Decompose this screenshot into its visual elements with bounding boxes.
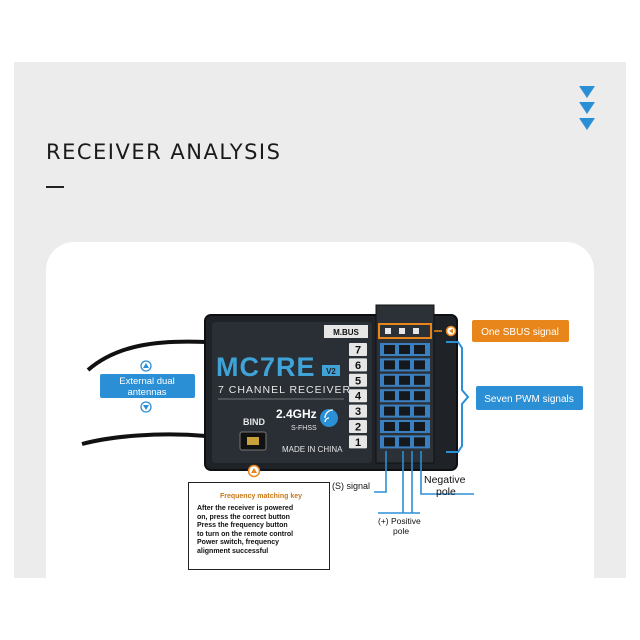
negative-label-line1: Negative: [424, 474, 466, 486]
note-line: alignment successful: [197, 547, 269, 555]
header-pin: [414, 345, 425, 354]
antenna-wire-bottom: [81, 432, 207, 446]
antenna-down-arrow: [143, 405, 149, 410]
header-pin: [384, 406, 395, 416]
chevron-down-icon: [579, 86, 595, 98]
model-name: MC7RE: [216, 352, 316, 382]
positive-label-line2: pole: [393, 526, 409, 536]
channel-number-box: [349, 435, 367, 449]
pwm-callout: [476, 386, 583, 410]
channel-number: 7: [355, 345, 361, 357]
channel-number: 5: [355, 375, 361, 387]
channel-number-box: [349, 389, 367, 403]
mbus-tag: [324, 325, 368, 338]
sbus-highlight: [378, 323, 432, 339]
version-label: V2: [326, 367, 336, 376]
sbus-pin: [413, 328, 419, 334]
header-pin: [414, 391, 425, 401]
note-line: to turn on the remote control: [197, 530, 294, 538]
sbus-callout: [472, 320, 569, 342]
pin-rows: [380, 328, 430, 449]
signal-label: (S) signal: [332, 481, 370, 491]
channel-numbers: 7 6 5 4 3 2 1: [349, 343, 367, 449]
antenna-callout-line2: antennas: [127, 387, 166, 398]
sbus-pin: [385, 328, 391, 334]
pwm-bracket: [446, 341, 470, 453]
pwm-callout-label: Seven PWM signals: [484, 394, 573, 405]
note-title: Frequency matching key: [219, 493, 303, 500]
header-pin: [384, 360, 395, 370]
channel-number: 6: [355, 360, 361, 372]
protocol-label: S-FHSS: [291, 425, 317, 432]
header-pin: [399, 437, 410, 447]
version-badge: [322, 365, 340, 376]
note-line: on, press the correct button: [197, 513, 290, 521]
header-pin: [384, 375, 395, 385]
mbus-label: M.BUS: [333, 328, 359, 337]
frequency-key-note: Frequency matching key After the receive…: [188, 482, 330, 570]
wireless-waves: [324, 409, 334, 423]
header-pin: [399, 391, 410, 401]
channel-number-box: [349, 373, 367, 387]
antenna-up-arrow: [143, 363, 149, 368]
header-pin: [414, 437, 425, 447]
header-pin: [399, 422, 410, 431]
header-pin: [414, 360, 425, 370]
origin-label: MADE IN CHINA: [282, 445, 343, 454]
sbus-pin: [399, 328, 405, 334]
channel-number: 4: [355, 391, 362, 403]
header-pin: [414, 422, 425, 431]
page-title: RECEIVER ANALYSIS: [46, 140, 282, 164]
header-pin: [399, 375, 410, 385]
chevron-down-icon: [579, 102, 595, 114]
header-pin: [399, 345, 410, 354]
header-pin: [399, 360, 410, 370]
frequency-label: 2.4GHz: [276, 407, 317, 421]
antenna-callout: [100, 374, 195, 398]
bind-label: BIND: [243, 417, 265, 427]
header-pin: [414, 406, 425, 416]
channel-number-box: [349, 420, 367, 433]
scroll-down-icon[interactable]: [578, 86, 596, 134]
note-line: Power switch, frequency: [197, 539, 280, 547]
header-pin: [384, 422, 395, 431]
channel-number: 3: [355, 406, 361, 418]
header-pin: [399, 406, 410, 416]
negative-lead: [420, 451, 474, 495]
bind-button-cap: [247, 437, 259, 445]
header-pin: [414, 375, 425, 385]
channel-number: 2: [355, 422, 361, 434]
receiver-label-plate: [212, 322, 372, 463]
positive-label-line1: (+) Positive: [378, 516, 421, 526]
antenna-wire-top: [86, 339, 207, 372]
receiver-subtitle: 7 CHANNEL RECEIVER: [218, 384, 351, 396]
note-line: After the receiver is powered: [197, 505, 294, 512]
header-pin: [384, 345, 395, 354]
channel-number-box: [349, 358, 367, 372]
sbus-callout-label: One SBUS signal: [481, 327, 559, 338]
signal-lead: [374, 451, 387, 493]
antenna-callout-line1: External dual: [119, 376, 174, 387]
negative-label-line2: pole: [436, 486, 456, 498]
header-pin: [384, 391, 395, 401]
header-pin: [384, 437, 395, 447]
bind-pointer-arrow: [251, 468, 257, 473]
title-underline: [46, 186, 64, 188]
channel-number: 1: [355, 437, 361, 449]
chevron-down-icon: [579, 118, 595, 130]
sbus-arrow: [449, 328, 453, 334]
note-line: Press the frequency button: [197, 522, 288, 530]
channel-number-box: [349, 343, 367, 356]
channel-number-box: [349, 404, 367, 418]
